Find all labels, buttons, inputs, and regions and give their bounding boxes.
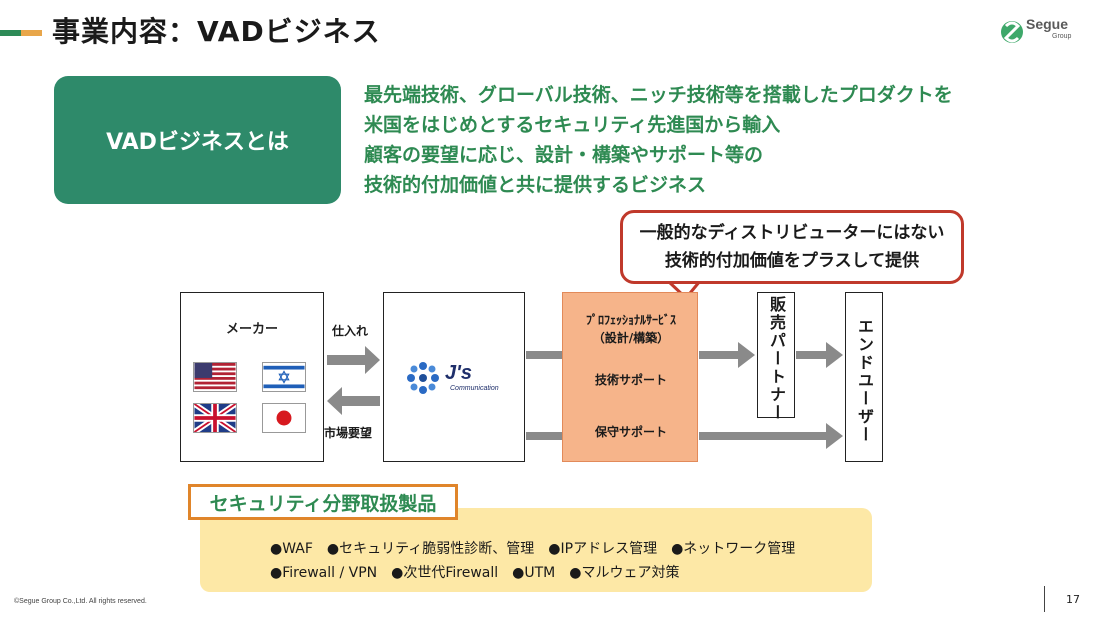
- company-logo-icon: [407, 362, 439, 394]
- vad-definition-label: VADビジネスとは: [106, 130, 289, 155]
- market-arrow: [327, 387, 380, 415]
- service-design-build: （設計/構築）: [592, 331, 670, 345]
- segue-logo-icon: [1001, 21, 1023, 43]
- maker-label: メーカー: [225, 322, 278, 337]
- us-flag-icon: [193, 362, 237, 392]
- callout-line: 技術的付加価値をプラスして提供: [664, 251, 920, 271]
- logo-name: Segue: [1026, 16, 1069, 32]
- page-title: 事業内容：VADビジネス: [52, 15, 381, 48]
- definition-line: 最先端技術、グローバル技術、ニッチ技術等を搭載したプロダクトを: [364, 84, 953, 106]
- services-panel: ﾌﾟﾛﾌｪｯｼｮﾅﾙｻｰﾋﾞｽ （設計/構築） 技術サポート 保守サポート: [562, 292, 698, 462]
- sales-partner-panel: [757, 292, 795, 418]
- uk-flag-icon: [193, 403, 237, 433]
- connector-line: [526, 351, 562, 359]
- callout-line: 一般的なディストリビューターにはない: [639, 223, 945, 243]
- service-maintenance: 保守サポート: [594, 425, 667, 439]
- market-demand-label: 市場要望: [324, 426, 373, 440]
- vad-definition-text: 最先端技術、グローバル技術、ニッチ技術等を搭載したプロダクトを 米国をはじめとす…: [364, 80, 1024, 200]
- end-user-label: エンドユーザー: [855, 318, 874, 444]
- definition-line: 技術的付加価値と共に提供するビジネス: [364, 174, 707, 196]
- value-add-callout: 一般的なディストリビューターにはない 技術的付加価値をプラスして提供: [620, 210, 964, 284]
- connector-line: [526, 432, 562, 440]
- purchase-label: 仕入れ: [332, 324, 369, 338]
- end-user-label-wrap: エンドユーザー: [845, 318, 883, 444]
- vad-definition-box: VADビジネスとは: [54, 76, 341, 204]
- end-user-panel: [845, 292, 883, 462]
- to-partner-arrow: [699, 342, 755, 368]
- title-accent-bar: [0, 30, 42, 36]
- purchase-arrow: [327, 346, 380, 374]
- logo-sub: Group: [1052, 33, 1072, 40]
- service-tech-support: 技術サポート: [594, 373, 667, 387]
- definition-line: 顧客の要望に応じ、設計・構築やサポート等の: [364, 144, 764, 166]
- to-end-user-arrow: [796, 342, 843, 368]
- sales-partner-label: 販売パートナー: [767, 296, 786, 422]
- company-logo-sub: Communication: [450, 385, 499, 392]
- sales-partner-label-wrap: 販売パートナー: [757, 296, 795, 422]
- products-panel: [200, 508, 872, 592]
- service-professional: ﾌﾟﾛﾌｪｯｼｮﾅﾙｻｰﾋﾞｽ: [585, 313, 676, 327]
- israel-flag-icon: [262, 362, 306, 392]
- products-title-box: セキュリティ分野取扱製品: [188, 484, 458, 520]
- company-panel: [383, 292, 525, 462]
- support-arrow: [699, 423, 843, 449]
- products-list-line: ●Firewall / VPN ●次世代Firewall ●UTM ●マルウェア…: [270, 565, 680, 581]
- copyright: ©Segue Group Co.,Ltd. All rights reserve…: [14, 598, 147, 605]
- company-logo-text: J's: [445, 362, 473, 384]
- products-title: セキュリティ分野取扱製品: [209, 492, 437, 515]
- products-list-line: ●WAF ●セキュリティ脆弱性診断、管理 ●IPアドレス管理 ●ネットワーク管理: [270, 541, 796, 557]
- footer-divider: [1044, 586, 1045, 612]
- japan-flag-icon: [262, 403, 306, 433]
- definition-line: 米国をはじめとするセキュリティ先進国から輸入: [364, 114, 781, 136]
- page-number: 17: [1066, 593, 1080, 606]
